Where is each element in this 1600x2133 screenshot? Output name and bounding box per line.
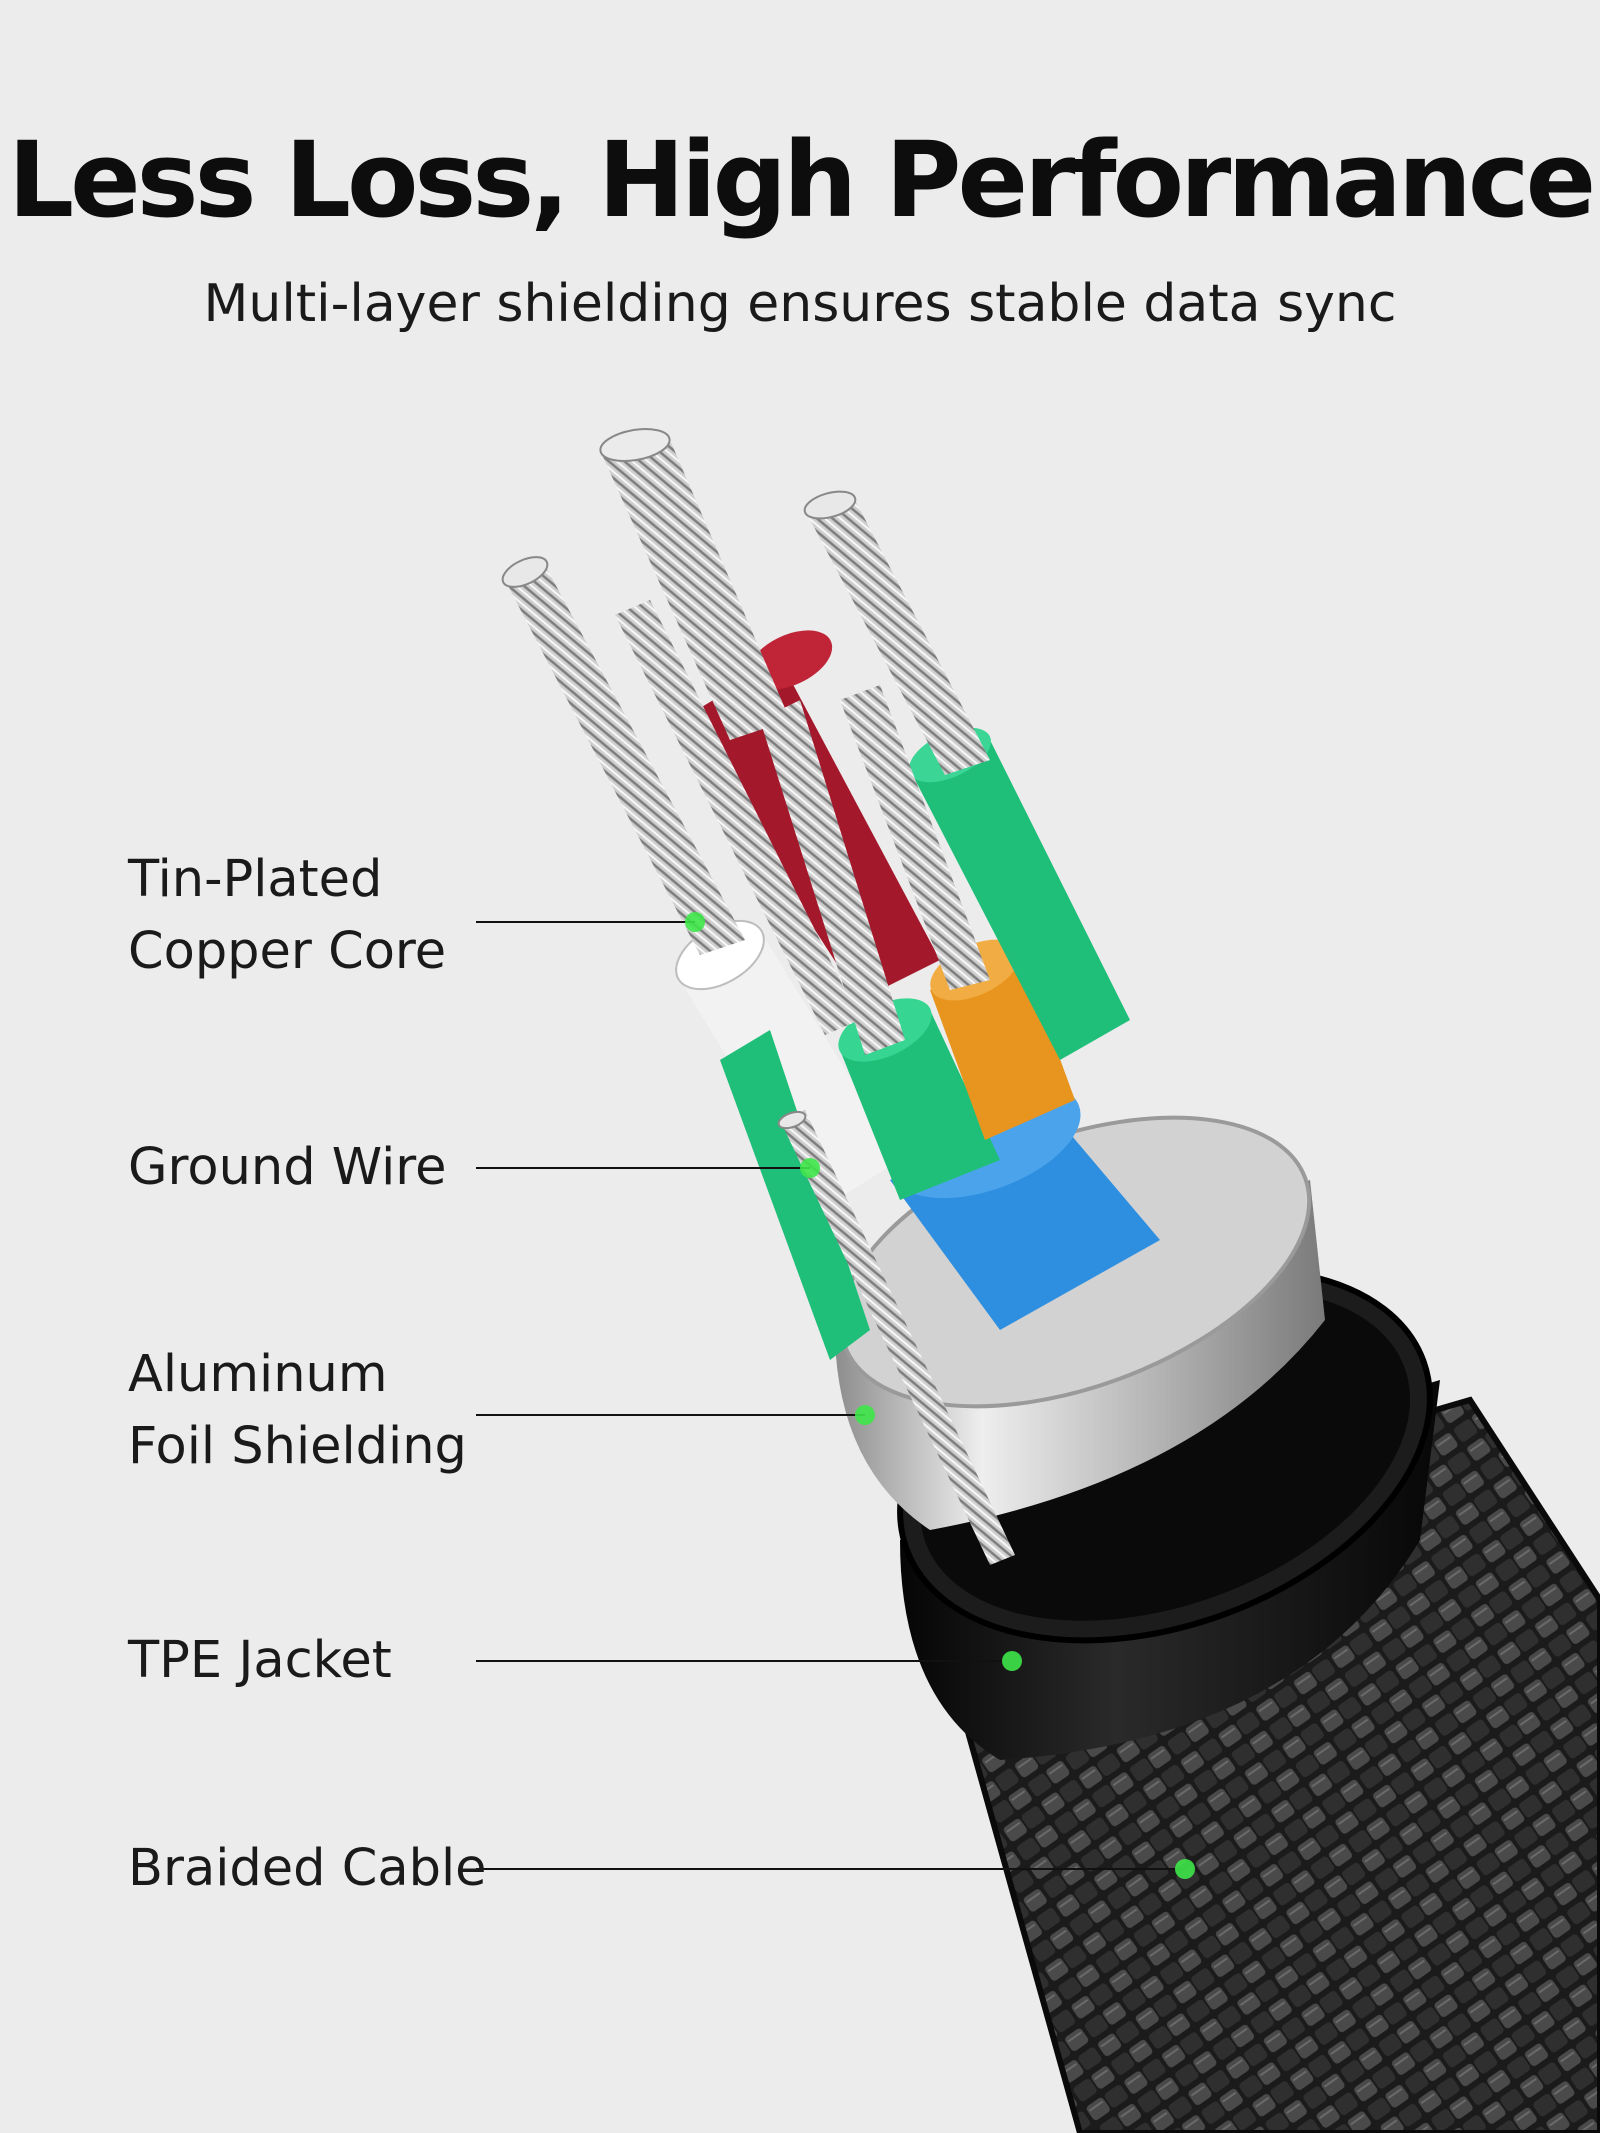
page-subtitle: Multi-layer shielding ensures stable dat… [203,274,1397,334]
label-line: Ground Wire [128,1138,447,1197]
page-title: Less Loss, High Performance [7,119,1596,241]
label-braided-cable: Braided Cable [128,1833,487,1905]
label-line: Tin-Plated [128,850,383,909]
label-ground-wire: Ground Wire [128,1132,447,1204]
leader-tin-plated-copper-core [476,912,705,932]
leader-tpe-jacket [476,1651,1022,1671]
copper-strands [501,428,1015,1565]
label-line: Aluminum [128,1345,388,1404]
label-line: Copper Core [128,922,447,981]
label-line: Braided Cable [128,1839,487,1898]
label-line: Foil Shielding [128,1417,467,1476]
leader-braided-cable [476,1859,1195,1879]
label-tin-plated-copper-core: Tin-Plated Copper Core [128,844,446,988]
leader-ground-wire [476,1158,820,1178]
leader-aluminum-foil-shielding [476,1405,875,1425]
label-tpe-jacket: TPE Jacket [128,1625,392,1697]
label-aluminum-foil-shielding: Aluminum Foil Shielding [128,1339,467,1483]
label-line: TPE Jacket [128,1631,392,1690]
